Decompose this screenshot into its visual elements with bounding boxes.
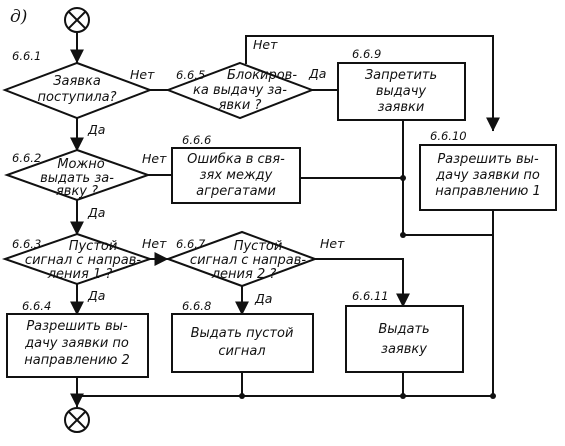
yes-label: Да bbox=[87, 205, 105, 220]
process-text-line: зях между bbox=[200, 168, 273, 183]
process-text-line: заявку bbox=[381, 342, 427, 357]
no-label: Нет bbox=[142, 236, 167, 251]
process-text-line: направлению 2 bbox=[24, 353, 129, 368]
process-text-line: дачу заявки по bbox=[24, 336, 129, 351]
yes-label: Да bbox=[254, 291, 272, 306]
junction-dot bbox=[400, 232, 406, 238]
process-text-line: заявки bbox=[378, 100, 425, 115]
process-text-line: Выдать пустой bbox=[191, 326, 294, 341]
decision-text-line: ка выдачу за- bbox=[193, 83, 287, 98]
decision-text-line: сигнал с направ- bbox=[190, 253, 306, 268]
process-number: 6.6.4 bbox=[22, 299, 51, 313]
no-label: Нет bbox=[253, 37, 278, 52]
decision-number: 6.6.5 bbox=[176, 68, 205, 82]
no-label: Нет bbox=[320, 236, 345, 251]
decision-6-6-3: 6.6.3 Пустой сигнал с направ- ления 1 ? bbox=[1, 232, 154, 286]
branch-labels: Нет Да Нет Да Нет Да Нет Нет Да Да bbox=[87, 37, 345, 306]
decision-number: 6.6.3 bbox=[12, 237, 41, 251]
decision-text-line: явку ? bbox=[56, 184, 98, 199]
process-6-6-10: 6.6.10 Разрешить вы- дачу заявки по напр… bbox=[419, 129, 557, 211]
process-text-line: выдачу bbox=[376, 84, 427, 99]
decision-text-line: Можно bbox=[57, 157, 104, 172]
decision-number: 6.6.1 bbox=[12, 49, 41, 63]
yes-label: Да bbox=[87, 288, 105, 303]
end-terminal bbox=[64, 407, 90, 433]
decision-6-6-1: 6.6.1 Заявка поступила? bbox=[2, 49, 153, 120]
process-text-line: агрегатами bbox=[196, 184, 276, 199]
process-number: 6.6.9 bbox=[352, 47, 381, 61]
process-number: 6.6.11 bbox=[352, 289, 389, 303]
yes-label: Да bbox=[87, 122, 105, 137]
process-6-6-8: 6.6.8 Выдать пустой сигнал bbox=[171, 299, 314, 373]
decision-text-line: выдать за- bbox=[40, 171, 114, 186]
decision-text-line: явки ? bbox=[219, 98, 262, 113]
junction-dot bbox=[490, 393, 496, 399]
no-label: Нет bbox=[130, 67, 155, 82]
decision-text-line: Пустой bbox=[69, 239, 118, 254]
yes-label: Да bbox=[308, 66, 326, 81]
decision-text-line: поступила? bbox=[38, 90, 117, 105]
connector-d7-no-to-p11 bbox=[314, 258, 410, 308]
process-text-line: Разрешить вы- bbox=[437, 152, 539, 167]
connector-d5-no-to-p10 bbox=[245, 35, 500, 132]
process-6-6-9: 6.6.9 Запретить выдачу заявки bbox=[337, 47, 466, 121]
decision-text-line: сигнал с направ- bbox=[25, 253, 141, 268]
figure-tag: д) bbox=[10, 7, 27, 27]
decision-number: 6.6.7 bbox=[176, 237, 206, 251]
connector-p6-to-join bbox=[299, 177, 494, 236]
process-text-line: дачу заявки по bbox=[435, 168, 540, 183]
process-6-6-11: 6.6.11 Выдать заявку bbox=[345, 289, 464, 373]
process-text-line: Выдать bbox=[378, 322, 429, 337]
junction-dot bbox=[400, 393, 406, 399]
decision-6-6-2: 6.6.2 Можно выдать за- явку ? bbox=[4, 148, 152, 202]
decision-text-line: ления 1 ? bbox=[47, 267, 113, 282]
process-number: 6.6.8 bbox=[182, 299, 211, 313]
process-text-line: Разрешить вы- bbox=[26, 319, 128, 334]
decision-6-6-7: 6.6.7 Пустой сигнал с направ- ления 2 ? bbox=[165, 230, 318, 288]
decision-6-6-5: 6.6.5 Блокиров- ка выдачу за- явки ? bbox=[165, 61, 315, 120]
no-label: Нет bbox=[142, 151, 167, 166]
decision-number: 6.6.2 bbox=[12, 151, 41, 165]
decision-text-line: ления 2 ? bbox=[211, 267, 277, 282]
junction-dot bbox=[400, 175, 406, 181]
process-number: 6.6.10 bbox=[430, 129, 467, 143]
process-6-6-6: 6.6.6 Ошибка в свя- зях между агрегатами bbox=[171, 133, 301, 204]
connectors bbox=[70, 32, 500, 408]
process-text-line: Запретить bbox=[365, 68, 437, 83]
process-text-line: направлению 1 bbox=[435, 184, 540, 199]
start-terminal bbox=[64, 7, 90, 33]
decision-text-line: Пустой bbox=[234, 239, 283, 254]
process-text-line: сигнал bbox=[218, 344, 265, 359]
process-6-6-4: 6.6.4 Разрешить вы- дачу заявки по напра… bbox=[6, 299, 149, 378]
process-number: 6.6.6 bbox=[182, 133, 211, 147]
junction-dot bbox=[239, 393, 245, 399]
process-text-line: Ошибка в свя- bbox=[187, 152, 285, 167]
decision-text-line: Заявка bbox=[53, 74, 101, 89]
decision-text-line: Блокиров- bbox=[227, 68, 297, 83]
